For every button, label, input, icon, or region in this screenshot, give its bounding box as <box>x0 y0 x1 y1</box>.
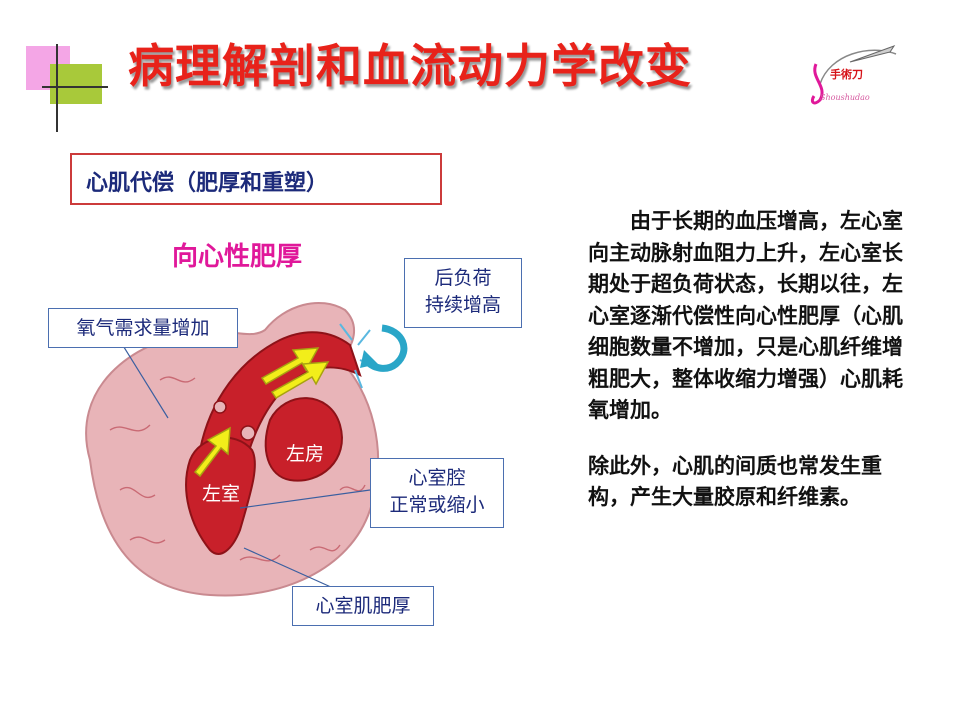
callout-cavity-line1: 心室腔 <box>408 467 466 489</box>
section-label-box: 心肌代偿（肥厚和重塑） <box>70 153 442 205</box>
body-paragraph-1: 由于长期的血压增高，左心室向主动脉射血阻力上升，左心室长期处于超负荷状态，长期以… <box>588 209 903 422</box>
corner-decoration-hline <box>42 86 108 88</box>
backflow-arrow-icon <box>363 324 408 372</box>
callout-oxygen-text: 氧气需求量增加 <box>76 317 210 339</box>
flow-arrows <box>193 347 330 478</box>
callout-ventricle-cavity: 心室腔 正常或缩小 <box>370 458 504 528</box>
callout-afterload-line2: 持续增高 <box>424 293 501 316</box>
body-text: 由于长期的血压增高，左心室向主动脉射血阻力上升，左心室长期处于超负荷状态，长期以… <box>588 206 922 514</box>
callout-oxygen-demand: 氧气需求量增加 <box>48 308 238 348</box>
callout-afterload: 后负荷 持续增高 <box>404 258 522 328</box>
pointer-muscle <box>243 547 343 593</box>
pointer-cavity <box>239 489 371 509</box>
corner-decoration-green <box>50 64 102 104</box>
body-paragraph-2: 除此外，心肌的间质也常发生重构，产生大量胶原和纤维素。 <box>588 453 882 510</box>
heart-illustration: 左房 左室 <box>85 301 408 597</box>
svg-text:Shoushudao: Shoushudao <box>820 93 870 102</box>
atrium-label: 左房 <box>286 443 324 465</box>
subtitle-concentric-hypertrophy: 向心性肥厚 <box>172 242 303 272</box>
callout-muscle-text: 心室肌肥厚 <box>315 595 411 617</box>
logo-text: 手術刀 <box>830 67 863 81</box>
pointer-oxygen <box>121 343 169 419</box>
corner-decoration-vline <box>56 44 58 132</box>
slide-title: 病理解剖和血流动力学改变 <box>128 39 692 93</box>
callout-cavity-line2: 正常或缩小 <box>389 493 485 516</box>
vessel-lines <box>109 376 366 562</box>
left-atrium <box>264 397 343 482</box>
ventricle-label: 左室 <box>202 483 240 505</box>
callout-afterload-line1: 后负荷 <box>434 267 492 289</box>
callout-muscle-hypertrophy: 心室肌肥厚 <box>292 586 434 626</box>
scalpel-logo-icon: 手術刀 Shoushudao <box>810 45 897 105</box>
